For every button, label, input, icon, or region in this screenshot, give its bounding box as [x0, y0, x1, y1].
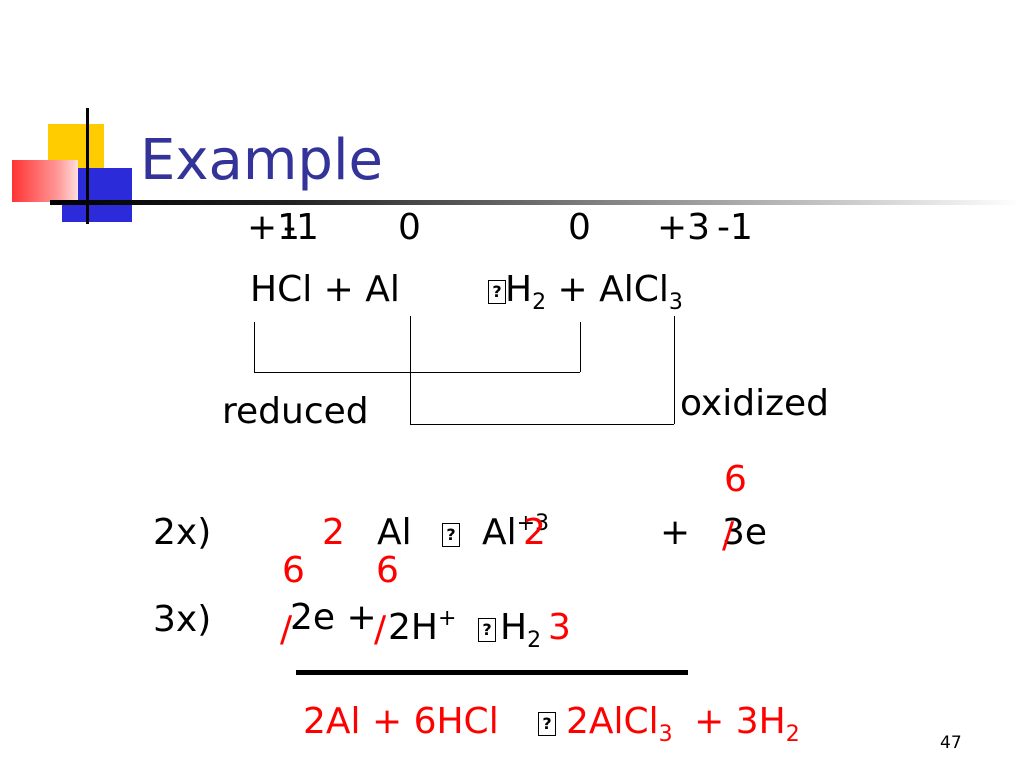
slide-title: Example — [140, 128, 383, 193]
h2-text: H — [500, 607, 528, 648]
product-h: H — [505, 269, 533, 310]
ox-number: 0 — [568, 207, 591, 248]
half2-hplus: 2H+ — [388, 607, 456, 648]
half2-electrons: 2e + — [290, 597, 377, 638]
half2-h2: H2 — [500, 607, 541, 652]
arrow-icon: ? — [442, 523, 460, 547]
final-equation: 2Al + 6HCl — [303, 704, 499, 740]
ox-number: +3 — [657, 207, 711, 248]
equation-products: H2 + AlCl3 — [505, 269, 683, 314]
half1-strike: / — [722, 515, 735, 556]
sum-divider-line — [296, 670, 688, 675]
final-h2: + 3H — [694, 701, 786, 742]
product-alcl: + AlCl — [557, 269, 669, 310]
half2-coefficient: 3 — [548, 607, 571, 648]
half2-strike-a: / — [280, 609, 293, 650]
page-number: 47 — [940, 733, 962, 753]
product-h-subscript: 2 — [532, 290, 547, 315]
half1-coefficient: 2 — [322, 512, 345, 553]
half1-product: Al+3 — [482, 512, 549, 553]
half1-electrons: 3e — [722, 512, 768, 553]
final-mid: 2AlCl — [566, 701, 659, 742]
half1-overlay-coefficient: 2 — [523, 512, 546, 553]
arrow-icon: ? — [478, 618, 496, 642]
half2-six-a: 6 — [282, 550, 305, 591]
half1-plus: + — [660, 512, 691, 553]
half2-six-b: 6 — [376, 550, 399, 591]
half2-multiplier: 3x) — [153, 599, 212, 640]
final-h2-subscript: 2 — [785, 722, 800, 747]
half1-al-ion: Al — [482, 512, 517, 553]
ox-number: -1 — [283, 207, 319, 248]
arrow-icon: ? — [488, 280, 506, 304]
hplus-text: 2H — [388, 607, 438, 648]
oxidized-label: oxidized — [680, 383, 829, 424]
half1-al: Al — [377, 512, 412, 553]
final-mid-subscript: 3 — [658, 722, 673, 747]
half1-charge: +3 — [516, 511, 550, 536]
ox-number: -1 — [717, 207, 753, 248]
ox-number: 0 — [398, 207, 421, 248]
ox-number: +1 — [247, 207, 301, 248]
h2-subscript: 2 — [527, 628, 542, 653]
reduced-label: reduced — [222, 391, 369, 432]
half2-strike-b: / — [374, 609, 387, 650]
half1-six: 6 — [724, 459, 747, 500]
hplus-charge: + — [437, 606, 457, 631]
final-right: 2AlCl3 + 3H2 — [566, 701, 800, 746]
arrow-icon: ? — [538, 712, 556, 736]
product-alcl-subscript: 3 — [668, 290, 683, 315]
final-left: 2Al + 6HCl — [303, 701, 499, 742]
half1-multiplier: 2x) — [153, 512, 212, 553]
equation-reactants: HCl + Al — [250, 269, 400, 310]
